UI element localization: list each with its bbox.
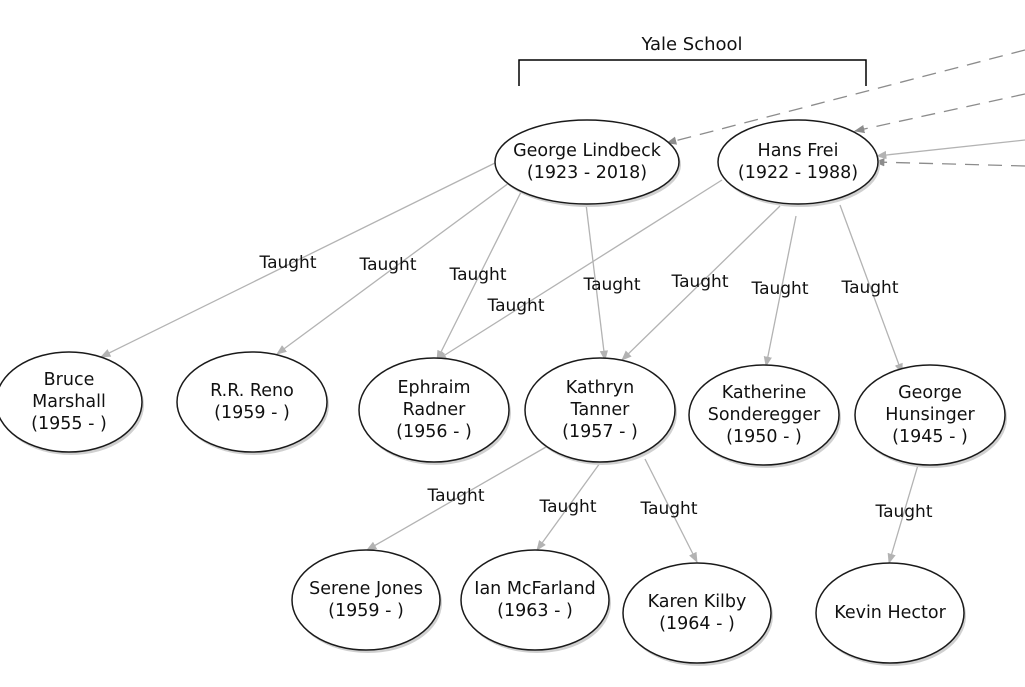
edge-label-lindbeck-reno: Taught [359, 255, 417, 275]
edge-label-frei-sonderegger: Taught [751, 279, 809, 299]
node-label-line: (1950 - ) [726, 427, 802, 447]
edge-label-tanner-jones: Taught [427, 486, 485, 506]
node-label-line: (1957 - ) [562, 422, 638, 442]
node-label-line: Ephraim [397, 378, 470, 398]
edge-frei-radner [436, 179, 723, 361]
node-ellipse [622, 562, 772, 664]
group-label: Yale School [640, 34, 742, 55]
incoming-edge-frei [853, 93, 1025, 134]
node-label-line: Radner [403, 400, 466, 420]
edge-frei-tanner [621, 205, 781, 361]
edge-tanner-mcfarland [536, 462, 601, 551]
edge-label-lindbeck-marshall: Taught [259, 253, 317, 273]
node-label-line: Bruce [44, 370, 95, 390]
node-label-line: (1955 - ) [31, 414, 107, 434]
incoming-edge-lindbeck [665, 49, 1025, 145]
node-label-line: Karen Kilby [648, 592, 747, 612]
edge-label-frei-hunsinger: Taught [841, 278, 899, 298]
edge-label-frei-radner: Taught [487, 296, 545, 316]
node-ellipse [0, 351, 143, 453]
group-bracket [518, 59, 867, 86]
node-label-line: Ian McFarland [474, 579, 595, 599]
incoming-edge-frei [873, 158, 1025, 167]
node-ellipse [176, 351, 328, 453]
node-label-line: Marshall [32, 392, 106, 412]
node-label-line: (1963 - ) [497, 601, 573, 621]
node-kilby: Karen Kilby(1964 - ) [622, 562, 773, 666]
node-hector: Kevin Hector [815, 562, 966, 666]
edge-lindbeck-radner [436, 191, 522, 361]
edge-frei-hunsinger [839, 204, 903, 374]
node-ellipse [494, 119, 680, 205]
node-label-line: (1959 - ) [214, 403, 290, 423]
node-label-line: (1959 - ) [328, 601, 404, 621]
node-lindbeck: George Lindbeck(1923 - 2018) [494, 119, 681, 207]
edge-lindbeck-marshall [100, 161, 498, 358]
edges [100, 161, 919, 564]
node-jones: Serene Jones(1959 - ) [291, 549, 442, 653]
node-label-line: Katherine [722, 383, 807, 403]
node-ellipse [358, 357, 510, 463]
node-label-line: Hunsinger [885, 405, 975, 425]
incoming-offscreen-edges [665, 49, 1025, 167]
node-label-line: George Lindbeck [513, 141, 662, 161]
node-label-line: Tanner [570, 400, 630, 420]
node-label-line: Kevin Hector [834, 603, 946, 623]
node-reno: R.R. Reno(1959 - ) [176, 351, 329, 455]
edge-lindbeck-tanner [585, 203, 608, 362]
node-ellipse [815, 562, 965, 664]
node-frei: Hans Frei(1922 - 1988) [717, 119, 880, 207]
edge-label-lindbeck-radner: Taught [449, 265, 507, 285]
node-label-line: Hans Frei [758, 141, 839, 161]
edge-lindbeck-reno [276, 179, 514, 355]
node-ellipse [524, 357, 676, 463]
node-label-line: George [898, 383, 962, 403]
node-mcfarland: Ian McFarland(1963 - ) [460, 549, 611, 653]
edge-hunsinger-hector [887, 464, 919, 564]
node-ellipse [460, 549, 610, 651]
node-label-line: (1923 - 2018) [527, 163, 647, 183]
edge-label-frei-tanner: Taught [671, 272, 729, 292]
edge-label-tanner-kilby: Taught [640, 499, 698, 519]
edge-tanner-kilby [644, 458, 698, 563]
node-ellipse [717, 119, 879, 205]
node-label-line: (1945 - ) [892, 427, 968, 447]
incoming-edge-frei [875, 139, 1025, 160]
node-label-line: Serene Jones [309, 579, 423, 599]
node-label-line: R.R. Reno [210, 381, 294, 401]
node-label-line: Kathryn [566, 378, 635, 398]
edge-label-hunsinger-hector: Taught [875, 502, 933, 522]
yale-school-group: Yale School [518, 34, 867, 86]
node-label-line: (1964 - ) [659, 614, 735, 634]
nodes: George Lindbeck(1923 - 2018)Hans Frei(19… [0, 119, 1007, 666]
node-label-line: (1922 - 1988) [738, 163, 858, 183]
edge-label-tanner-mcfarland: Taught [539, 497, 597, 517]
node-ellipse [688, 364, 840, 466]
node-ellipse [291, 549, 441, 651]
edge-frei-sonderegger [763, 215, 797, 368]
edge-tanner-jones [366, 446, 547, 551]
node-label-line: Sonderegger [708, 405, 821, 425]
node-label-line: (1956 - ) [396, 422, 472, 442]
edge-label-lindbeck-tanner: Taught [583, 275, 641, 295]
node-ellipse [854, 364, 1006, 466]
